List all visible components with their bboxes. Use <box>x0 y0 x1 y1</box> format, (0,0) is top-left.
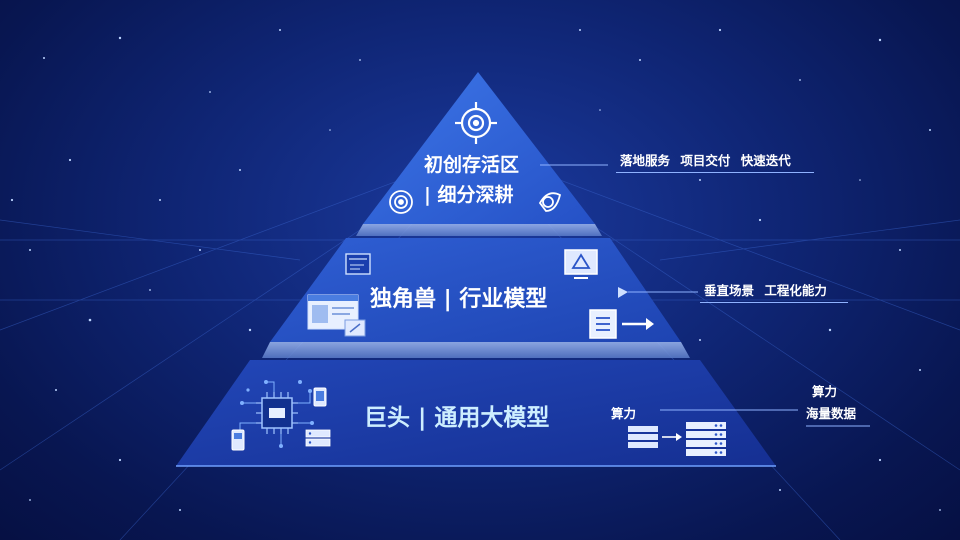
pointer-icon <box>618 287 628 298</box>
bottom-tier-title: 巨头 | 通用大模型 <box>364 405 550 431</box>
server-icon <box>305 429 331 447</box>
middle-annotation-underline <box>700 302 848 303</box>
top-tier-title-line2: | 细分深耕 <box>424 184 514 206</box>
top-tier-title: 初创存活区 | 细分深耕 <box>424 150 519 210</box>
top-tier-annotation: 落地服务 项目交付 快速迭代 <box>620 153 791 168</box>
concentric-circle-icon <box>389 190 413 214</box>
arrow-right-icon <box>622 318 654 330</box>
top-annotation-underline <box>616 172 814 173</box>
top-tier-title-line1: 初创存活区 <box>424 154 520 176</box>
phone-icon <box>231 387 327 451</box>
shield-icon <box>538 192 562 212</box>
chip-icon <box>238 380 314 448</box>
monitor-icon <box>564 249 598 279</box>
bottom-tier-annotation-left: 算力 <box>611 406 637 421</box>
pyramid-top-tier-edge <box>356 224 602 236</box>
web-layout-icon <box>307 294 366 337</box>
middle-tier-annotation: 垂直场景 工程化能力 <box>704 283 827 298</box>
browser-window-icon <box>345 253 371 275</box>
target-icon <box>455 102 497 144</box>
pyramid-middle-tier-edge <box>262 342 690 358</box>
bottom-tier-annotation-right-line2: 海量数据 <box>806 406 857 421</box>
data-flow-icon <box>628 422 726 456</box>
document-icon <box>589 309 617 339</box>
bottom-tier-annotation-right-line1: 算力 <box>812 384 838 399</box>
middle-tier-title: 独角兽 | 行业模型 <box>370 287 548 312</box>
pyramid-top-tier <box>363 72 595 224</box>
